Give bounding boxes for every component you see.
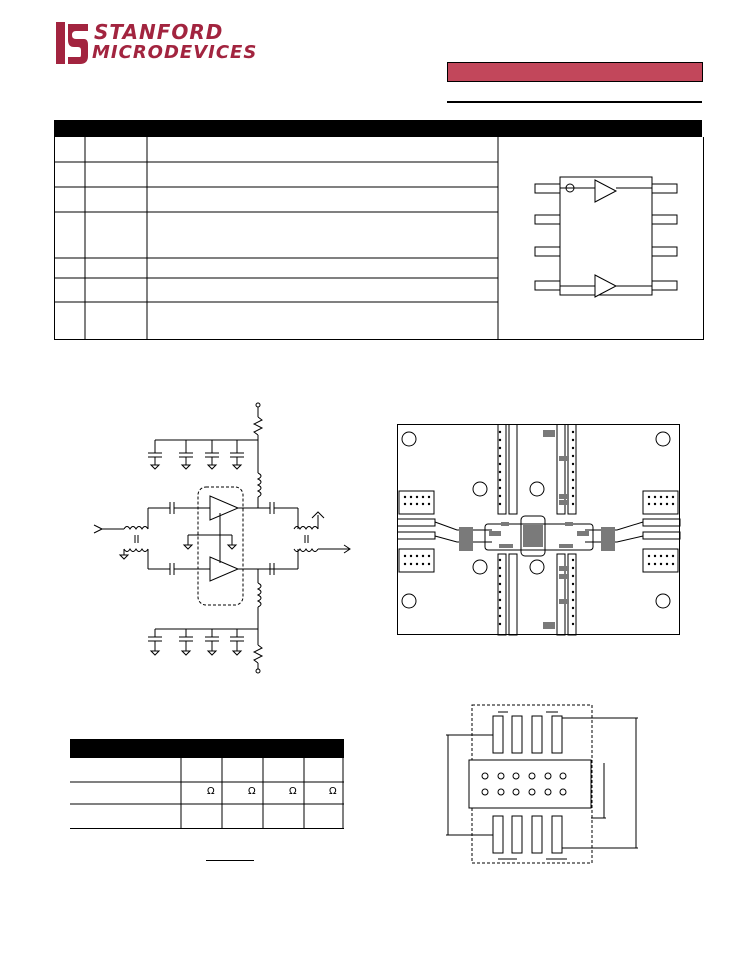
application-schematic	[93, 402, 351, 674]
unit-symbol: Ω	[329, 786, 337, 797]
header-rule	[447, 101, 702, 103]
pin-table-header	[54, 120, 702, 137]
package-pinout-diagram	[534, 176, 678, 298]
header-accent-bar	[447, 62, 703, 82]
evaluation-board-layout	[397, 424, 681, 636]
unit-symbol: Ω	[248, 786, 256, 797]
small-rule	[206, 860, 254, 861]
unit-symbol: Ω	[289, 786, 297, 797]
logo-line-2: MICRODEVICES	[92, 42, 258, 63]
pin-table	[54, 137, 704, 340]
logo-line-1: STANFORD	[94, 20, 224, 44]
value-table: Ω Ω Ω Ω	[70, 758, 344, 829]
company-logo: STANFORD MICRODEVICES	[54, 20, 256, 66]
value-table-header	[70, 739, 344, 758]
logo-mark-icon	[56, 22, 88, 64]
unit-symbol: Ω	[207, 786, 215, 797]
package-footprint-drawing	[446, 704, 638, 864]
